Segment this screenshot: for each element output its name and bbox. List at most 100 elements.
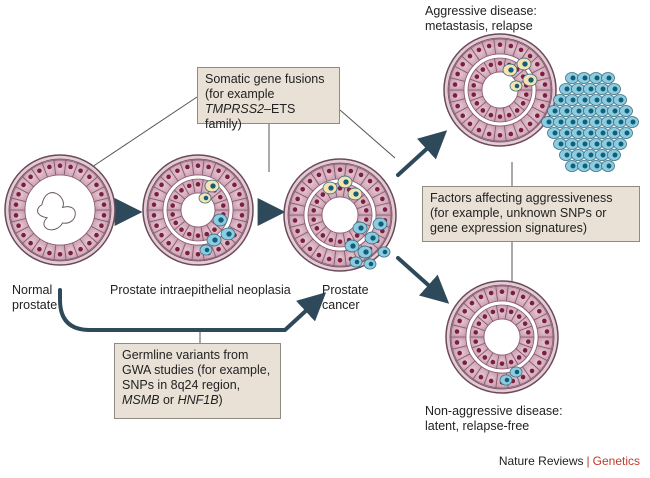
tumor-nucleus [508,67,514,73]
cell-nucleus [471,92,477,97]
cell-nucleus [204,231,210,237]
tumor-nucleus [203,195,209,201]
cell-nucleus [508,43,514,49]
tumor-nucleus [558,119,564,125]
tumor-nucleus [594,119,600,125]
gland-aggressive [443,33,557,147]
cell-nucleus [525,339,531,344]
tumor-nucleus [570,163,576,169]
cell-nucleus [225,174,230,180]
tumor-nucleus [618,119,624,125]
cell-nucleus [482,355,488,360]
cell-nucleus [337,239,343,244]
tumor-nucleus [350,243,356,249]
cell-nucleus [186,231,192,237]
cell-nucleus [510,290,516,296]
cell-nucleus [195,233,201,238]
cell-nucleus [497,133,503,138]
cell-nucleus [457,350,462,356]
tumor-nucleus [552,108,558,114]
cell-nucleus [57,252,63,257]
label-pin: Prostate intraepithelial neoplasia [110,283,291,297]
lumen-contour [37,192,76,231]
cell-nucleus [28,240,33,246]
cell-nucleus [462,308,468,314]
tumor-nucleus [522,61,528,67]
cell-nucleus [78,246,83,252]
tumor-nucleus [606,119,612,125]
cell-nucleus [457,318,462,324]
cell-nucleus [499,361,505,366]
germline-variants-box: Germline variants from GWA studies (for … [114,343,281,419]
cell-nucleus [326,256,332,262]
tumor-nucleus [576,86,582,92]
cell-nucleus [16,223,21,229]
tumor-nucleus [612,130,618,136]
cell-nucleus [467,121,473,127]
cell-nucleus [239,213,245,218]
tumor-nucleus [564,130,570,136]
tumor-nucleus [624,130,630,136]
gland-normal [4,154,116,266]
cell-nucleus [217,194,223,200]
cell-nucleus [454,329,460,334]
cell-nucleus [175,168,180,174]
tumor-nucleus [606,97,612,103]
cell-nucleus [469,368,475,374]
tumor-nucleus [588,130,594,136]
tumor-nucleus [594,75,600,81]
cell-nucleus [518,47,524,53]
cell-nucleus [21,182,26,188]
cell-nucleus [488,112,494,118]
cell-nucleus [314,199,320,204]
cell-nucleus [520,374,526,380]
connector-lines [91,96,513,343]
inner-lumen [321,196,359,234]
cell-nucleus [460,61,466,67]
tumor-nucleus [570,97,576,103]
tumor-nucleus [358,225,364,231]
cell-nucleus [499,308,505,313]
cell-nucleus [474,101,480,106]
cell-nucleus [151,202,157,207]
cell-nucleus [216,246,221,252]
cell-nucleus [542,318,547,324]
cell-nucleus [28,174,33,180]
cell-nucleus [216,168,221,174]
tumor-nucleus [588,152,594,158]
cell-nucleus [529,300,535,306]
cell-nucleus [518,127,524,133]
cell-nucleus [13,202,19,207]
cell-nucleus [536,308,542,314]
tumor-nucleus [600,152,606,158]
cell-nucleus [16,191,21,197]
cell-nucleus [476,348,482,353]
cell-nucleus [455,71,460,77]
tumor-nucleus [576,108,582,114]
cell-nucleus [478,374,484,380]
cell-nucleus [159,182,164,188]
cell-nucleus [480,67,486,72]
cell-nucleus [99,223,104,229]
tumor-nucleus [382,249,388,255]
cell-nucleus [68,250,73,256]
cell-nucleus [170,212,176,217]
tumor-nucleus [558,141,564,147]
cell-nucleus [452,82,458,87]
cell-nucleus [348,168,354,174]
cell-nucleus [237,191,242,197]
cell-nucleus [540,71,545,77]
cell-nucleus [529,368,535,374]
tumor-nucleus [588,86,594,92]
tumor-nucleus [612,86,618,92]
cell-nucleus [166,174,171,180]
cell-nucleus [175,246,180,252]
cell-nucleus [237,223,242,229]
cell-nucleus [47,250,52,256]
cell-nucleus [212,227,217,232]
tumor-nucleus [210,183,216,189]
cell-nucleus [173,220,179,226]
cell-nucleus [534,113,540,119]
cell-nucleus [225,240,230,246]
cell-nucleus [474,74,480,79]
